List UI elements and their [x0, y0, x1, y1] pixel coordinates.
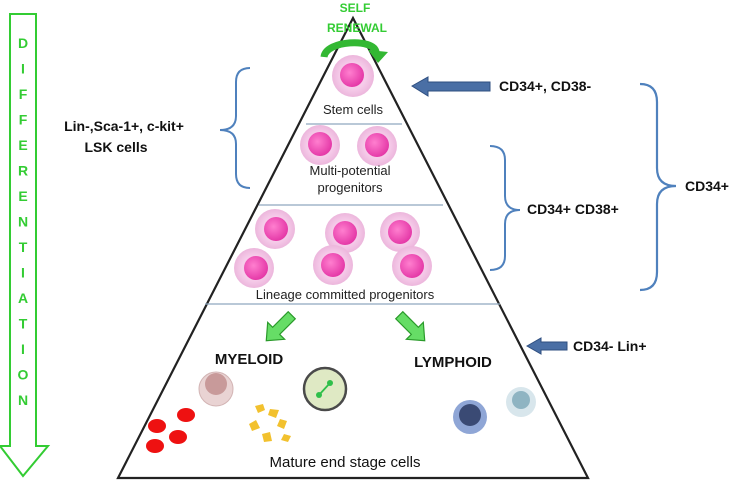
- lsk-label-1: Lin-,Sca-1+, c-kit+: [64, 118, 184, 134]
- tier-multi-label-2: progenitors: [317, 180, 383, 195]
- lymphoid-branch-arrow: [394, 310, 426, 342]
- myeloid-label: MYELOID: [215, 351, 284, 368]
- differentiation-arrow: [0, 13, 51, 478]
- lineage-cell: [325, 213, 365, 253]
- differentiation-letter: A: [18, 290, 28, 306]
- tier-multi-label-1: Multi-potential: [310, 163, 391, 178]
- differentiation-letter: O: [18, 367, 29, 383]
- lineage-cell: [234, 248, 274, 288]
- multipotent-cell: [300, 125, 340, 165]
- differentiation-letter: T: [19, 239, 28, 255]
- differentiation-letter: E: [18, 137, 27, 153]
- red-blood-cells: [146, 408, 195, 453]
- cd34-overall-label: CD34+: [685, 178, 729, 194]
- lymphocyte-cell: [506, 387, 536, 417]
- progenitor-marker-label: CD34+ CD38+: [527, 201, 619, 217]
- stem-marker-arrow: [411, 76, 491, 97]
- lsk-bracket: [219, 67, 251, 189]
- lineage-cell: [380, 212, 420, 252]
- differentiation-letter: I: [21, 61, 25, 77]
- differentiation-letter: F: [19, 112, 28, 128]
- differentiation-letter: D: [18, 35, 28, 51]
- multipotent-cell: [357, 126, 397, 166]
- self-renewal-label-1: SELF: [340, 1, 371, 15]
- lineage-cell: [255, 209, 295, 249]
- lineage-cell: [313, 245, 353, 285]
- tier-mature-label: Mature end stage cells: [270, 454, 421, 471]
- differentiation-letter: T: [19, 316, 28, 332]
- mature-marker-label: CD34- Lin+: [573, 338, 647, 354]
- platelets: [249, 404, 291, 442]
- stem-cell: [332, 55, 374, 97]
- differentiation-letter: I: [21, 341, 25, 357]
- tier-stem-label: Stem cells: [323, 102, 383, 117]
- lymphoid-label: LYMPHOID: [414, 354, 492, 371]
- differentiation-letter: E: [18, 188, 27, 204]
- self-renewal-arrow: [320, 39, 388, 63]
- differentiation-letter: N: [18, 392, 28, 408]
- self-renewal-label-2: RENEWAL: [327, 21, 387, 35]
- tier-lineage-label: Lineage committed progenitors: [256, 287, 435, 302]
- lineage-cell: [392, 246, 432, 286]
- differentiation-letter: R: [18, 163, 28, 179]
- neutrophil-cell: [302, 366, 348, 412]
- stem-marker-label: CD34+, CD38-: [499, 78, 592, 94]
- mature-marker-arrow: [525, 337, 568, 355]
- progenitor-bracket: [489, 145, 521, 271]
- differentiation-letter: N: [18, 214, 28, 230]
- cd34-bracket: [639, 82, 677, 292]
- myeloid-branch-arrow: [265, 310, 297, 342]
- lsk-label-2: LSK cells: [84, 139, 147, 155]
- differentiation-letter: I: [21, 265, 25, 281]
- monocyte-cell: [198, 371, 234, 407]
- lymphocyte-cell: [453, 400, 487, 434]
- differentiation-letter: F: [19, 86, 28, 102]
